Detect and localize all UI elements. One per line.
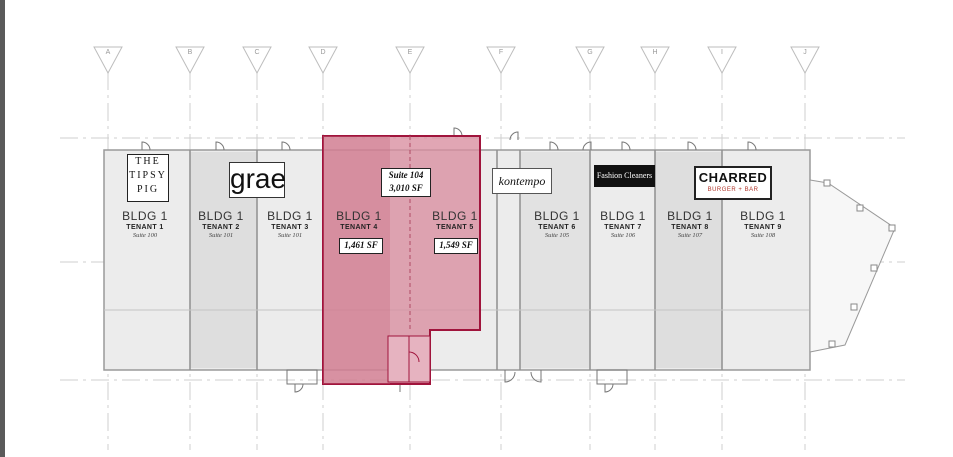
tenant-bldg: BLDG 1	[600, 209, 646, 223]
suite-104-label-box: Suite 104 3,010 SF	[381, 168, 431, 197]
tenant-name: TENANT 3	[271, 224, 309, 231]
grid-marker-i: I	[707, 46, 737, 74]
tenant-8-label[interactable]: BLDG 1 TENANT 8 Suite 107	[651, 209, 729, 239]
grid-marker-e: E	[395, 46, 425, 74]
charred-logo-title: CHARRED	[698, 170, 768, 185]
grid-marker-b: B	[175, 46, 205, 74]
suite-104-area: 3,010 SF	[389, 183, 423, 193]
kontempo-logo-text: kontempo	[498, 174, 546, 188]
grid-marker-j: J	[790, 46, 820, 74]
tenant-bldg: BLDG 1	[198, 209, 244, 223]
kontempo-logo[interactable]: kontempo	[492, 168, 552, 194]
tenant-name: TENANT 5	[436, 224, 474, 231]
suite-104-label: Suite 104	[388, 170, 424, 180]
tenant-5-label[interactable]: BLDG 1 TENANT 5	[416, 209, 494, 231]
tenant-name: TENANT 7	[604, 224, 642, 231]
grid-marker-a: A	[93, 46, 123, 74]
tenant-6-label[interactable]: BLDG 1 TENANT 6 Suite 105	[518, 209, 596, 239]
tenant-4-label[interactable]: BLDG 1 TENANT 4	[320, 209, 398, 231]
fashion-cleaners-logo[interactable]: Fashion Cleaners	[594, 165, 655, 187]
grae-logo[interactable]: grae	[229, 162, 287, 198]
tipsy-pig-line-1: THE	[135, 156, 161, 167]
tenant-bldg: BLDG 1	[534, 209, 580, 223]
tenant-suite: Suite 108	[750, 232, 776, 239]
tenant-bldg: BLDG 1	[667, 209, 713, 223]
tenant-5-area-box: 1,549 SF	[434, 238, 478, 254]
charred-logo[interactable]: CHARRED BURGER + BAR	[694, 166, 772, 200]
tenant-name: TENANT 2	[202, 224, 240, 231]
tenant-bldg: BLDG 1	[432, 209, 478, 223]
tenant-3-label[interactable]: BLDG 1 TENANT 3 Suite 101	[251, 209, 329, 239]
window-edge	[0, 0, 5, 457]
grid-marker-h: H	[640, 46, 670, 74]
tenant-name: TENANT 8	[671, 224, 709, 231]
fashion-cleaners-logo-text: Fashion Cleaners	[596, 171, 653, 180]
tenant-4-area-box: 1,461 SF	[339, 238, 383, 254]
tenant-5-area: 1,549 SF	[439, 240, 473, 250]
tenant-2-label[interactable]: BLDG 1 TENANT 2 Suite 101	[182, 209, 260, 239]
tenant-name: TENANT 4	[340, 224, 378, 231]
tenant-bldg: BLDG 1	[267, 209, 313, 223]
tenant-name: TENANT 1	[126, 224, 164, 231]
tenant-suite: Suite 105	[544, 232, 570, 239]
grid-marker-f: F	[486, 46, 516, 74]
tenant-name: TENANT 6	[538, 224, 576, 231]
tenant-suite: Suite 106	[610, 232, 636, 239]
tenant-bldg: BLDG 1	[122, 209, 168, 223]
tenant-suite: Suite 107	[677, 232, 703, 239]
tenant-suite: Suite 100	[132, 232, 158, 239]
tipsy-pig-line-2: TIPSY	[129, 170, 167, 181]
tenant-bldg: BLDG 1	[336, 209, 382, 223]
charred-logo-subtitle: BURGER + BAR	[707, 187, 759, 193]
tenant-bldg: BLDG 1	[740, 209, 786, 223]
tenant-9-label[interactable]: BLDG 1 TENANT 9 Suite 108	[724, 209, 802, 239]
tenant-name: TENANT 9	[744, 224, 782, 231]
tenant-4-area: 1,461 SF	[344, 240, 378, 250]
tenant-1-label[interactable]: BLDG 1 TENANT 1 Suite 100	[106, 209, 184, 239]
tipsy-pig-line-3: PIG	[136, 184, 160, 195]
grid-marker-c: C	[242, 46, 272, 74]
tenant-7-label[interactable]: BLDG 1 TENANT 7 Suite 106	[584, 209, 662, 239]
grid-marker-g: G	[575, 46, 605, 74]
tenant-suite: Suite 101	[208, 232, 234, 239]
tenant-suite: Suite 101	[277, 232, 303, 239]
grae-logo-text: grae	[230, 163, 287, 194]
grid-marker-d: D	[308, 46, 338, 74]
tipsy-pig-logo[interactable]: THE TIPSY PIG	[127, 154, 169, 202]
